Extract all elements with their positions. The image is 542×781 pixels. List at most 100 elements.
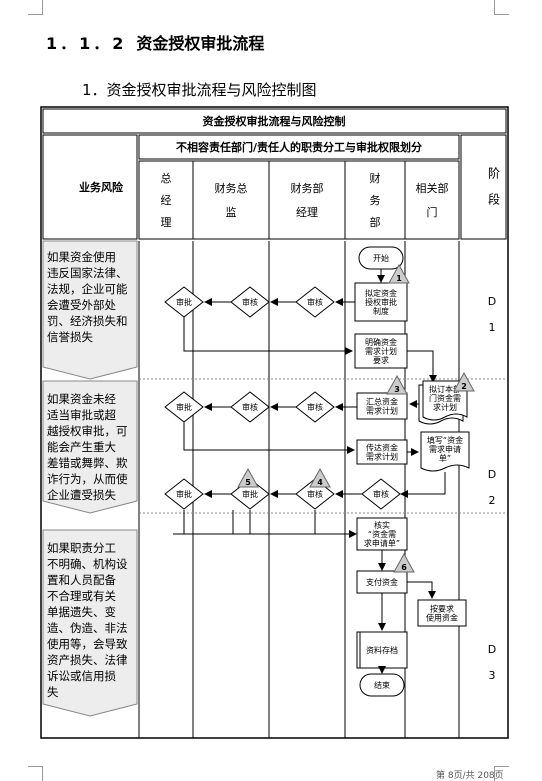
connector-line — [400, 472, 446, 498]
risk-text: 如果职责分工 — [47, 541, 116, 555]
review-dept-manager-d2-label: 审核 — [307, 402, 323, 412]
approve-gm-d2-label: 审批 — [176, 402, 192, 412]
stage-label: D — [488, 643, 496, 656]
stage-label: 1 — [489, 321, 496, 334]
approve-gm-d2 — [164, 391, 204, 423]
role-header-label: 财务总 — [215, 181, 248, 195]
approve-gm-d1 — [164, 286, 204, 318]
step-marker-number: 4 — [317, 478, 323, 487]
start-terminal-label: 开始 — [373, 253, 389, 263]
section-heading: 1．1．2 资金授权审批流程 — [46, 30, 264, 54]
risk-text: 不明确、机构设 — [47, 557, 128, 571]
risk-text: 置和人员配备 — [47, 573, 116, 587]
section-title: 资金授权审批流程 — [136, 34, 265, 53]
role-header-label: 相关部 — [416, 181, 449, 195]
fill-request-doc-label: 单” — [439, 453, 451, 463]
role-header-label: 财 — [370, 171, 381, 185]
risk-text: 如果资金使用 — [47, 250, 116, 264]
transmit-plan-box-label: 需求计划 — [366, 451, 398, 461]
draft-policy-box — [354, 282, 408, 322]
risk-text: 企业遭受损失 — [47, 488, 116, 502]
role-header-label: 经理 — [296, 206, 318, 219]
step-marker-number: 6 — [401, 563, 407, 572]
risk-text: 能会产生重大 — [47, 440, 116, 454]
risk-text: 资产损失、法律 — [47, 653, 128, 667]
step-marker — [386, 374, 408, 395]
review-finance-dept-d2 — [361, 478, 401, 510]
approve-gm-d2b-label: 审批 — [176, 489, 192, 499]
verify-request-box — [356, 517, 408, 551]
risk-text: 如果资金未经 — [47, 392, 116, 406]
risk-cell — [42, 529, 138, 717]
stage-label: 3 — [489, 669, 496, 682]
stage-label: D — [488, 468, 496, 481]
draft-dept-plan-doc-front-label: 求计划 — [433, 402, 457, 412]
header-resp-cell — [138, 134, 460, 160]
role-header-label: 门 — [427, 205, 438, 219]
end-terminal — [359, 673, 405, 697]
risk-column-header: 业务风险 — [79, 180, 124, 194]
crop-mark-top-left — [28, 0, 43, 15]
review-dept-manager-d2 — [295, 391, 335, 423]
review-finance-director-d2-label: 审核 — [242, 402, 258, 412]
risk-text: 会遭受外部处 — [47, 298, 116, 312]
draft-policy-box-label: 制度 — [373, 306, 389, 316]
clarify-plan-box-label: 明确资金 — [365, 337, 397, 347]
review-finance-director-d1 — [230, 286, 270, 318]
connector-line — [407, 581, 436, 599]
draft-dept-plan-doc-front-label: 拟订本部 — [429, 384, 461, 394]
risk-text: 违反国家法律、 — [47, 266, 128, 280]
review-finance-director-d1-label: 审核 — [242, 297, 258, 307]
archive-box-label: 资料存档 — [366, 645, 398, 655]
draft-dept-plan-doc-front-label: 门资金需 — [429, 393, 461, 403]
risk-text: 不合理或有关 — [47, 589, 116, 603]
step-marker — [393, 552, 415, 573]
review-finance-director-d2 — [230, 391, 270, 423]
risk-text: 差错或舞弊、欺 — [47, 456, 128, 470]
page-footer: 第 8页/共 208页 — [436, 771, 504, 781]
stage-label: D — [488, 295, 496, 308]
connector-line — [183, 422, 355, 454]
draft-policy-box-label: 授权审批 — [365, 297, 397, 307]
step-marker-number: 5 — [245, 478, 251, 487]
crop-mark-bottom-right — [494, 766, 509, 781]
section-number: 1．1．2 — [46, 34, 127, 53]
header-stage-cell — [460, 134, 507, 240]
end-terminal-label: 结束 — [374, 680, 390, 690]
risk-text: 诈行为，从而使 — [47, 472, 128, 486]
step-marker — [453, 371, 475, 392]
risk-cell — [42, 240, 138, 380]
draft-policy-box-label: 拟定资金 — [365, 288, 397, 298]
risk-text: 造、伪造、非法 — [47, 621, 128, 635]
risk-text: 法规，企业可能 — [47, 282, 128, 296]
role-header-label: 监 — [226, 206, 237, 219]
crop-mark-top-right — [494, 0, 509, 15]
role-header-cell — [404, 160, 460, 240]
review-dept-manager-d2b-label: 审核 — [307, 489, 323, 499]
fill-request-doc-label: 需求申请 — [429, 444, 461, 454]
transmit-plan-box-label: 传达资金 — [366, 442, 398, 452]
approve-finance-director-d2-label: 审批 — [242, 489, 258, 499]
pay-funds-box-label: 支付资金 — [366, 577, 398, 587]
table-title-cell — [42, 108, 507, 134]
clarify-plan-box-label: 要求 — [373, 355, 389, 365]
risk-text: 使用等，会导致 — [47, 637, 128, 651]
step-marker-number: 1 — [396, 274, 402, 283]
verify-request-box-label: 核实 — [374, 520, 390, 530]
use-funds-box-label: 按要求 — [430, 603, 454, 613]
connector-line — [183, 317, 353, 355]
step-marker — [237, 467, 259, 488]
role-header-label: 总 — [161, 171, 172, 185]
step-marker-number: 2 — [461, 382, 467, 391]
risk-text: 单据遗失、变 — [47, 605, 116, 619]
clarify-plan-box — [354, 333, 408, 369]
stage-column-header: 段 — [488, 191, 500, 206]
risk-text: 信誉损失 — [47, 330, 93, 344]
risk-text: 诉讼或信用损 — [47, 669, 116, 683]
use-funds-box — [417, 599, 467, 627]
review-finance-dept-d2-label: 审核 — [373, 489, 389, 499]
approve-gm-d1-label: 审批 — [176, 297, 192, 307]
role-header-label: 理 — [161, 216, 172, 229]
sub-heading: 1．资金授权审批流程与风险控制图 — [82, 81, 317, 99]
